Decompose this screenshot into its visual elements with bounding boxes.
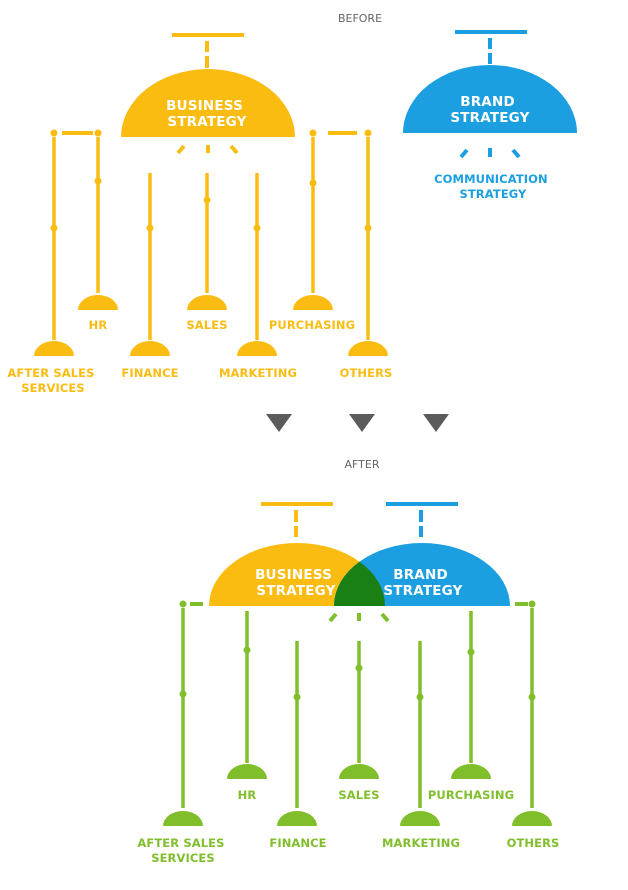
after-label-purchasing: PURCHASING [428,788,514,802]
after-label-finance: FINANCE [269,836,326,850]
transition-arrows [266,414,449,432]
brand-strategy-label-line2: STRATEGY [450,110,529,126]
after-label-hr: HR [238,788,257,802]
after-label-marketing: MARKETING [382,836,460,850]
business-strategy-after-line2: STRATEGY [256,583,335,599]
before-label-marketing: MARKETING [219,366,297,380]
before-label-after-sales: AFTER SALES SERVICES [7,366,98,395]
brand-strategy-after-line2: STRATEGY [383,583,462,599]
finance-dome [130,341,170,356]
before-label-purchasing: PURCHASING [269,318,355,332]
before-label-finance: FINANCE [121,366,178,380]
business-top-bar [261,502,333,506]
svg-text:BUSINESS STRATEGY: BUSINESS STRATEGY [166,98,248,130]
others-dome [348,341,388,356]
before-label: BEFORE [338,12,382,25]
before-label-others: OTHERS [340,366,393,380]
finance-dome-after [277,811,317,826]
after-label-others: OTHERS [507,836,560,850]
down-arrow-icon [349,414,375,432]
purchasing-dome-after [451,764,491,779]
others-dome-after [512,811,552,826]
marketing-dome [237,341,277,356]
business-strategy-before [62,33,357,155]
after-sales-dome-after [163,811,203,826]
business-strategy-after-line1: BUSINESS [255,567,332,583]
after-label: AFTER [345,458,380,471]
sales-dome [187,295,227,310]
brand-top-bar [386,502,458,506]
business-strategy-label-line1: BUSINESS [166,98,243,114]
communication-strategy-label: COMMUNICATION STRATEGY [434,172,552,201]
svg-text:BRAND STRATEGY: BRAND STRATEGY [450,94,529,126]
before-branches [34,129,388,356]
down-arrow-icon [266,414,292,432]
svg-text:BRAND STRATEGY: BRAND STRATEGY [383,567,462,599]
down-arrow-icon [423,414,449,432]
hr-dome-after [227,764,267,779]
before-label-sales: SALES [186,318,227,332]
hr-dome [78,295,118,310]
brand-strategy-label-line1: BRAND [460,94,515,110]
after-branches [163,600,552,826]
purchasing-dome [293,295,333,310]
brand-strategy-after-line1: BRAND [393,567,448,583]
sales-dome-after [339,764,379,779]
after-label-sales: SALES [338,788,379,802]
svg-text:BUSINESS STRATEGY: BUSINESS STRATEGY [255,567,337,599]
after-sales-dome [34,341,74,356]
before-label-hr: HR [89,318,108,332]
business-strategy-dome [121,69,295,137]
marketing-dome-after [400,811,440,826]
brand-strategy-dome [403,65,577,133]
brand-strategy-before [403,30,577,159]
after-label-after-sales: AFTER SALES SERVICES [137,836,228,865]
business-strategy-label-line2: STRATEGY [167,114,246,130]
